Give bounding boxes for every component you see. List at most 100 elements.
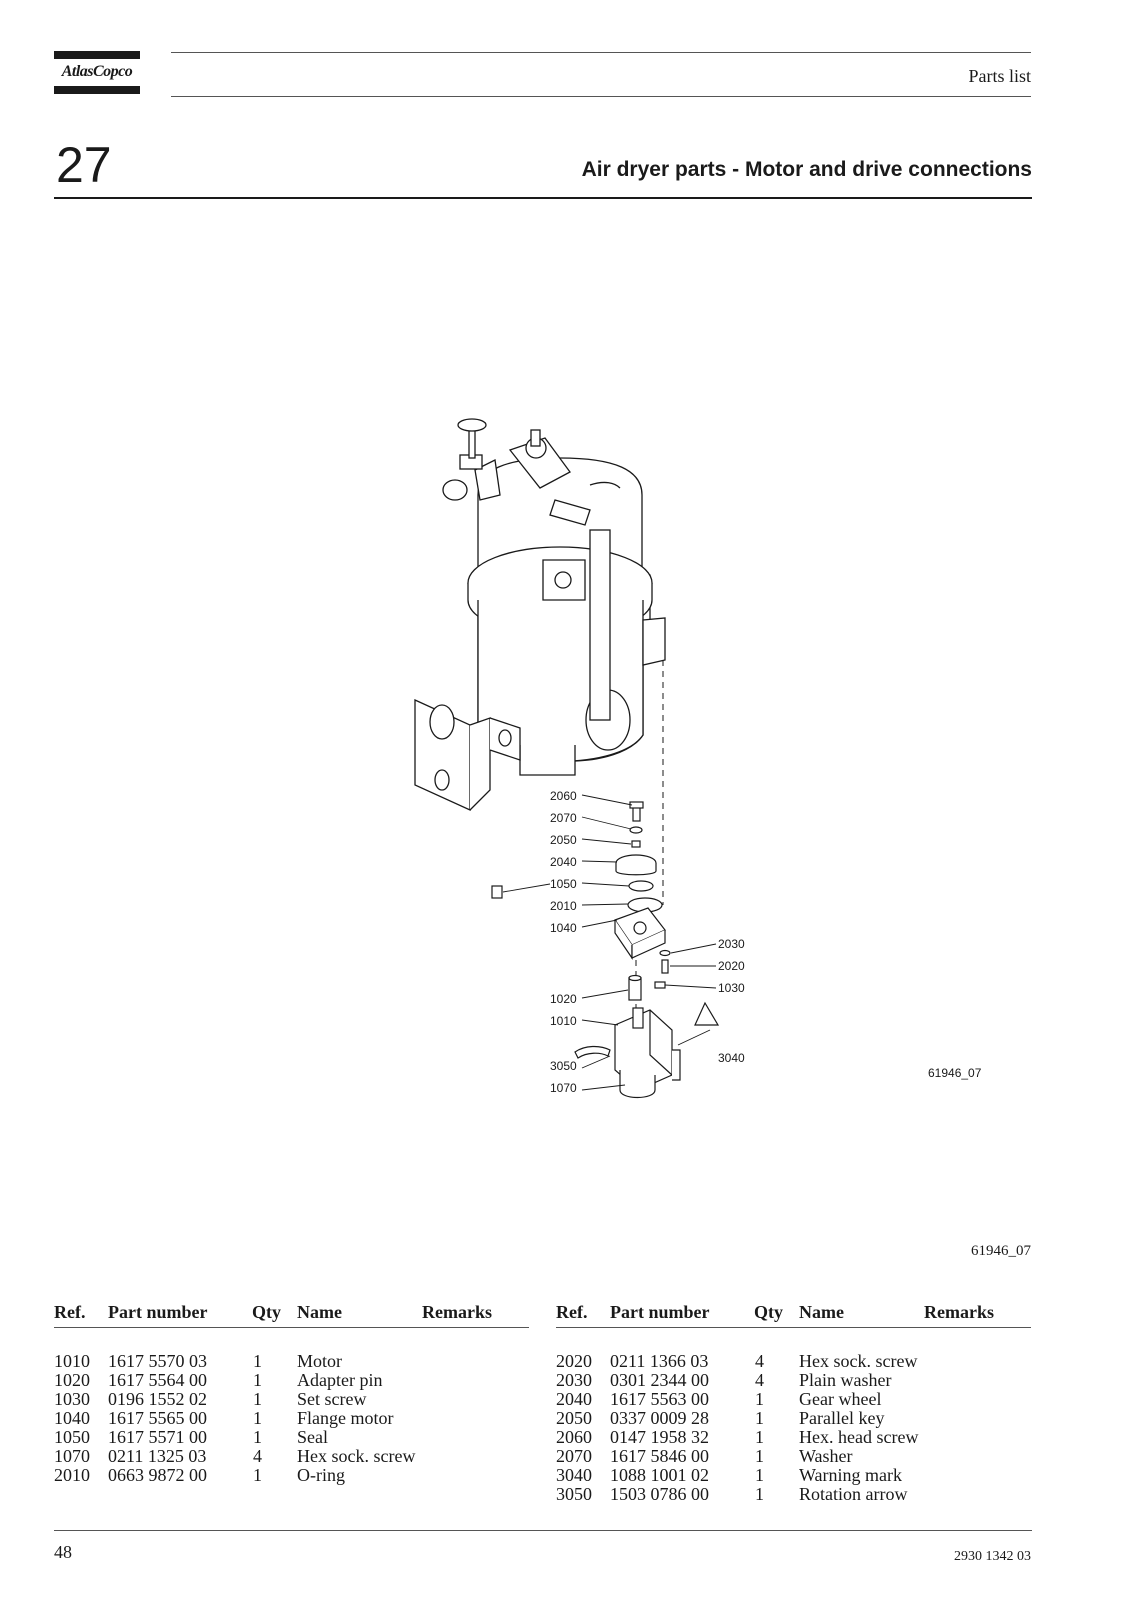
- table-row: 1030 0196 1552 02 1 Set screw: [54, 1390, 529, 1409]
- callout-label: 1010: [550, 1014, 577, 1028]
- header-rule-top: [171, 52, 1031, 53]
- header-name: Name: [799, 1302, 844, 1322]
- table-row: 2070 1617 5846 00 1 Washer: [556, 1447, 1031, 1466]
- table-row: 3050 1503 0786 00 1 Rotation arrow: [556, 1485, 1031, 1504]
- header-part-number: Part number: [108, 1302, 208, 1322]
- cell-part-number: 0147 1958 32: [610, 1427, 709, 1447]
- cell-part-number: 0663 9872 00: [108, 1465, 207, 1485]
- header-name: Name: [297, 1302, 342, 1322]
- section-title: Air dryer parts - Motor and drive connec…: [581, 158, 1032, 181]
- cell-name: Flange motor: [297, 1408, 394, 1428]
- cell-part-number: 0196 1552 02: [108, 1389, 207, 1409]
- logo-text: AtlasCopco: [61, 63, 133, 80]
- cell-ref: 1020: [54, 1370, 90, 1390]
- table-row: 2040 1617 5563 00 1 Gear wheel: [556, 1390, 1031, 1409]
- cell-ref: 2020: [556, 1351, 592, 1371]
- header-remarks: Remarks: [924, 1302, 994, 1322]
- figure-code: 61946_07: [971, 1243, 1031, 1259]
- cell-ref: 2060: [556, 1427, 592, 1447]
- cell-name: Parallel key: [799, 1408, 885, 1428]
- document-number: 2930 1342 03: [954, 1549, 1031, 1564]
- cell-ref: 3050: [556, 1484, 592, 1504]
- table-row: 2060 0147 1958 32 1 Hex. head screw: [556, 1428, 1031, 1447]
- table-header: Ref. Part number Qty Name Remarks: [54, 1302, 529, 1328]
- cell-name: Hex sock. screw: [799, 1351, 918, 1371]
- table-row: 1020 1617 5564 00 1 Adapter pin: [54, 1371, 529, 1390]
- cell-ref: 2040: [556, 1389, 592, 1409]
- callout-label: 1030: [718, 981, 745, 995]
- cell-name: Set screw: [297, 1389, 367, 1409]
- table-header: Ref. Part number Qty Name Remarks: [556, 1302, 1031, 1328]
- cell-qty: 1: [755, 1408, 764, 1428]
- callout-labels-left: 2060 2070 2050 2040 1050 2010 1040 1020 …: [550, 789, 577, 1095]
- cell-qty: 1: [755, 1389, 764, 1409]
- header-qty: Qty: [252, 1302, 281, 1322]
- cell-ref: 3040: [556, 1465, 592, 1485]
- table-body: 1010 1617 5570 03 1 Motor 1020 1617 5564…: [54, 1352, 529, 1485]
- callout-label: 2030: [718, 937, 745, 951]
- logo-bar-top: [54, 51, 140, 59]
- cell-ref: 2010: [54, 1465, 90, 1485]
- cell-name: Hex sock. screw: [297, 1446, 416, 1466]
- callout-label: 2020: [718, 959, 745, 973]
- drive-parts: [491, 801, 720, 1099]
- table-row: 1010 1617 5570 03 1 Motor: [54, 1352, 529, 1371]
- cell-qty: 1: [755, 1446, 764, 1466]
- cell-ref: 1070: [54, 1446, 90, 1466]
- cell-part-number: 1503 0786 00: [610, 1484, 709, 1504]
- parts-table-right: Ref. Part number Qty Name Remarks 2020 0…: [556, 1302, 1031, 1504]
- cell-part-number: 0211 1325 03: [108, 1446, 207, 1466]
- table-row: 2020 0211 1366 03 4 Hex sock. screw: [556, 1352, 1031, 1371]
- callout-label: 1020: [550, 992, 577, 1006]
- cell-part-number: 0301 2344 00: [610, 1370, 709, 1390]
- cell-name: Warning mark: [799, 1465, 903, 1485]
- cell-qty: 1: [253, 1389, 262, 1409]
- header-qty: Qty: [754, 1302, 783, 1322]
- cell-ref: 1010: [54, 1351, 90, 1371]
- cell-qty: 1: [253, 1370, 262, 1390]
- header-remarks: Remarks: [422, 1302, 492, 1322]
- callout-label: 1040: [550, 921, 577, 935]
- cell-ref: 1050: [54, 1427, 90, 1447]
- header-rule-bottom: [171, 96, 1031, 97]
- cell-part-number: 1617 5563 00: [610, 1389, 709, 1409]
- parts-table-left: Ref. Part number Qty Name Remarks 1010 1…: [54, 1302, 529, 1485]
- cell-name: Adapter pin: [297, 1370, 383, 1390]
- cell-ref: 1030: [54, 1389, 90, 1409]
- callout-label: 2050: [550, 833, 577, 847]
- cell-part-number: 1617 5570 03: [108, 1351, 207, 1371]
- cell-ref: 2070: [556, 1446, 592, 1466]
- cell-name: Washer: [799, 1446, 853, 1466]
- cell-qty: 1: [755, 1484, 764, 1504]
- table-row: 1050 1617 5571 00 1 Seal: [54, 1428, 529, 1447]
- cell-name: Rotation arrow: [799, 1484, 908, 1504]
- cell-qty: 4: [253, 1446, 262, 1466]
- header-label: Parts list: [968, 66, 1031, 86]
- cell-qty: 4: [755, 1370, 764, 1390]
- cell-name: O-ring: [297, 1465, 345, 1485]
- callout-labels-right: 2030 2020 1030 3040: [718, 937, 745, 1065]
- cell-qty: 1: [253, 1465, 262, 1485]
- table-row: 1040 1617 5565 00 1 Flange motor: [54, 1409, 529, 1428]
- table-body: 2020 0211 1366 03 4 Hex sock. screw 2030…: [556, 1352, 1031, 1504]
- cell-qty: 1: [253, 1427, 262, 1447]
- callout-label: 1050: [550, 877, 577, 891]
- section-number: 27: [56, 137, 112, 193]
- header-ref: Ref.: [556, 1302, 588, 1322]
- callout-label: 1070: [550, 1081, 577, 1095]
- cell-part-number: 0337 0009 28: [610, 1408, 709, 1428]
- cell-ref: 2050: [556, 1408, 592, 1428]
- cell-part-number: 1088 1001 02: [610, 1465, 709, 1485]
- callout-label: 3050: [550, 1059, 577, 1073]
- dryer-vessel: [414, 418, 666, 812]
- figure-inner-code: 61946_07: [928, 1066, 982, 1080]
- cell-name: Gear wheel: [799, 1389, 882, 1409]
- cell-name: Hex. head screw: [799, 1427, 919, 1447]
- atlas-copco-logo: AtlasCopco: [54, 51, 140, 95]
- cell-qty: 1: [253, 1351, 262, 1371]
- callout-label: 3040: [718, 1051, 745, 1065]
- callout-label: 2060: [550, 789, 577, 803]
- assembly-lines: [635, 660, 664, 1010]
- table-row: 2010 0663 9872 00 1 O-ring: [54, 1466, 529, 1485]
- table-row: 3040 1088 1001 02 1 Warning mark: [556, 1466, 1031, 1485]
